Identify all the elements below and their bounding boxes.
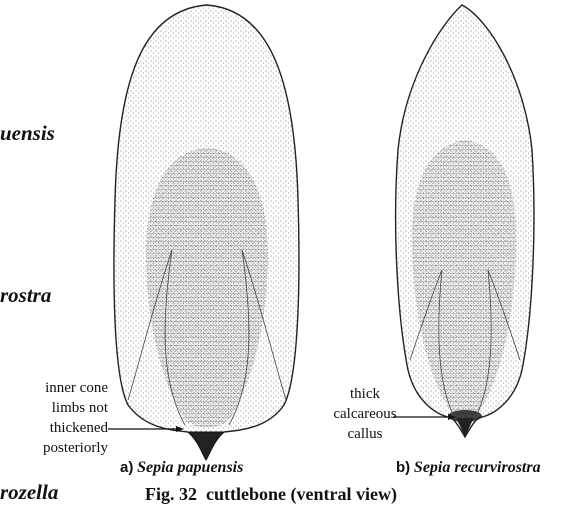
panel-b-letter: b) — [396, 459, 410, 476]
panel-b-caption: b) Sepia recurvirostra — [396, 459, 541, 477]
side-label-middle: rostra — [0, 283, 51, 308]
side-label-bottom: rozella — [0, 480, 58, 505]
figure-title: Fig. 32 cuttlebone (ventral view) — [145, 484, 397, 505]
cuttlebone-a — [114, 5, 299, 460]
callout-a-line-4: posteriorly — [0, 438, 108, 458]
cuttlebone-b-spine — [456, 418, 474, 438]
panel-a-species: Sepia papuensis — [137, 459, 243, 476]
cuttlebone-a-spine — [188, 432, 224, 460]
side-label-top: uensis — [0, 121, 55, 146]
callout-b-line-1: thick — [320, 384, 410, 404]
callout-b-line-2: calcareous — [320, 404, 410, 424]
callout-a: inner cone limbs not thickened posterior… — [0, 378, 108, 458]
callout-b-line-3: callus — [320, 424, 410, 444]
cuttlebone-b — [396, 5, 534, 438]
callout-a-line-2: limbs not — [0, 398, 108, 418]
panel-a-letter: a) — [120, 459, 133, 476]
panel-a-caption: a) Sepia papuensis — [120, 459, 243, 477]
panel-b-species: Sepia recurvirostra — [414, 459, 541, 476]
callout-a-line-3: thickened — [0, 418, 108, 438]
callout-a-line-1: inner cone — [0, 378, 108, 398]
callout-b: thick calcareous callus — [320, 384, 410, 444]
